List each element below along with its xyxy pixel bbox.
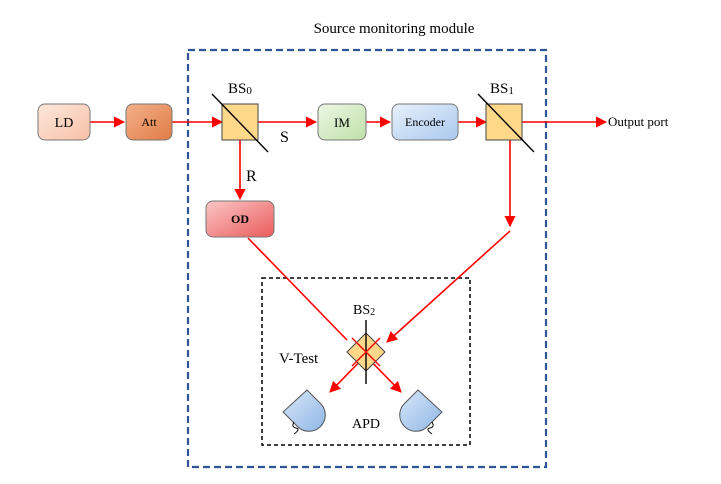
im-box (317, 103, 367, 141)
apd-label: APD (352, 417, 380, 432)
att-box (125, 103, 173, 141)
beam-bs1-bs2 (386, 230, 511, 343)
att-label: Att (141, 115, 157, 129)
source-monitoring-module-border (186, 48, 548, 469)
bs0-mirror (211, 93, 269, 153)
ld-box (37, 103, 91, 141)
apd-right-detector (399, 389, 443, 435)
encoder-box (391, 103, 459, 141)
bs2-cross-b (351, 337, 381, 367)
encoder-label: Encoder (405, 115, 445, 129)
bs0-label: BS0 (228, 81, 252, 97)
s-label: S (280, 129, 289, 146)
bs2-label: BS2 (353, 303, 375, 318)
od-label: OD (231, 212, 249, 226)
beam-od-bs2 (247, 237, 348, 341)
v-test-box-border (261, 277, 471, 446)
output-port-label: Output port (608, 114, 669, 129)
module-title: Source monitoring module (314, 21, 475, 37)
ld-label: LD (55, 116, 74, 131)
bs1-mirror (477, 93, 535, 153)
r-label: R (246, 168, 257, 185)
im-label: IM (334, 115, 350, 130)
od-box (205, 200, 275, 238)
v-test-label: V-Test (279, 351, 319, 367)
apd-left-detector (282, 389, 326, 435)
bs1-label: BS1 (490, 81, 514, 97)
